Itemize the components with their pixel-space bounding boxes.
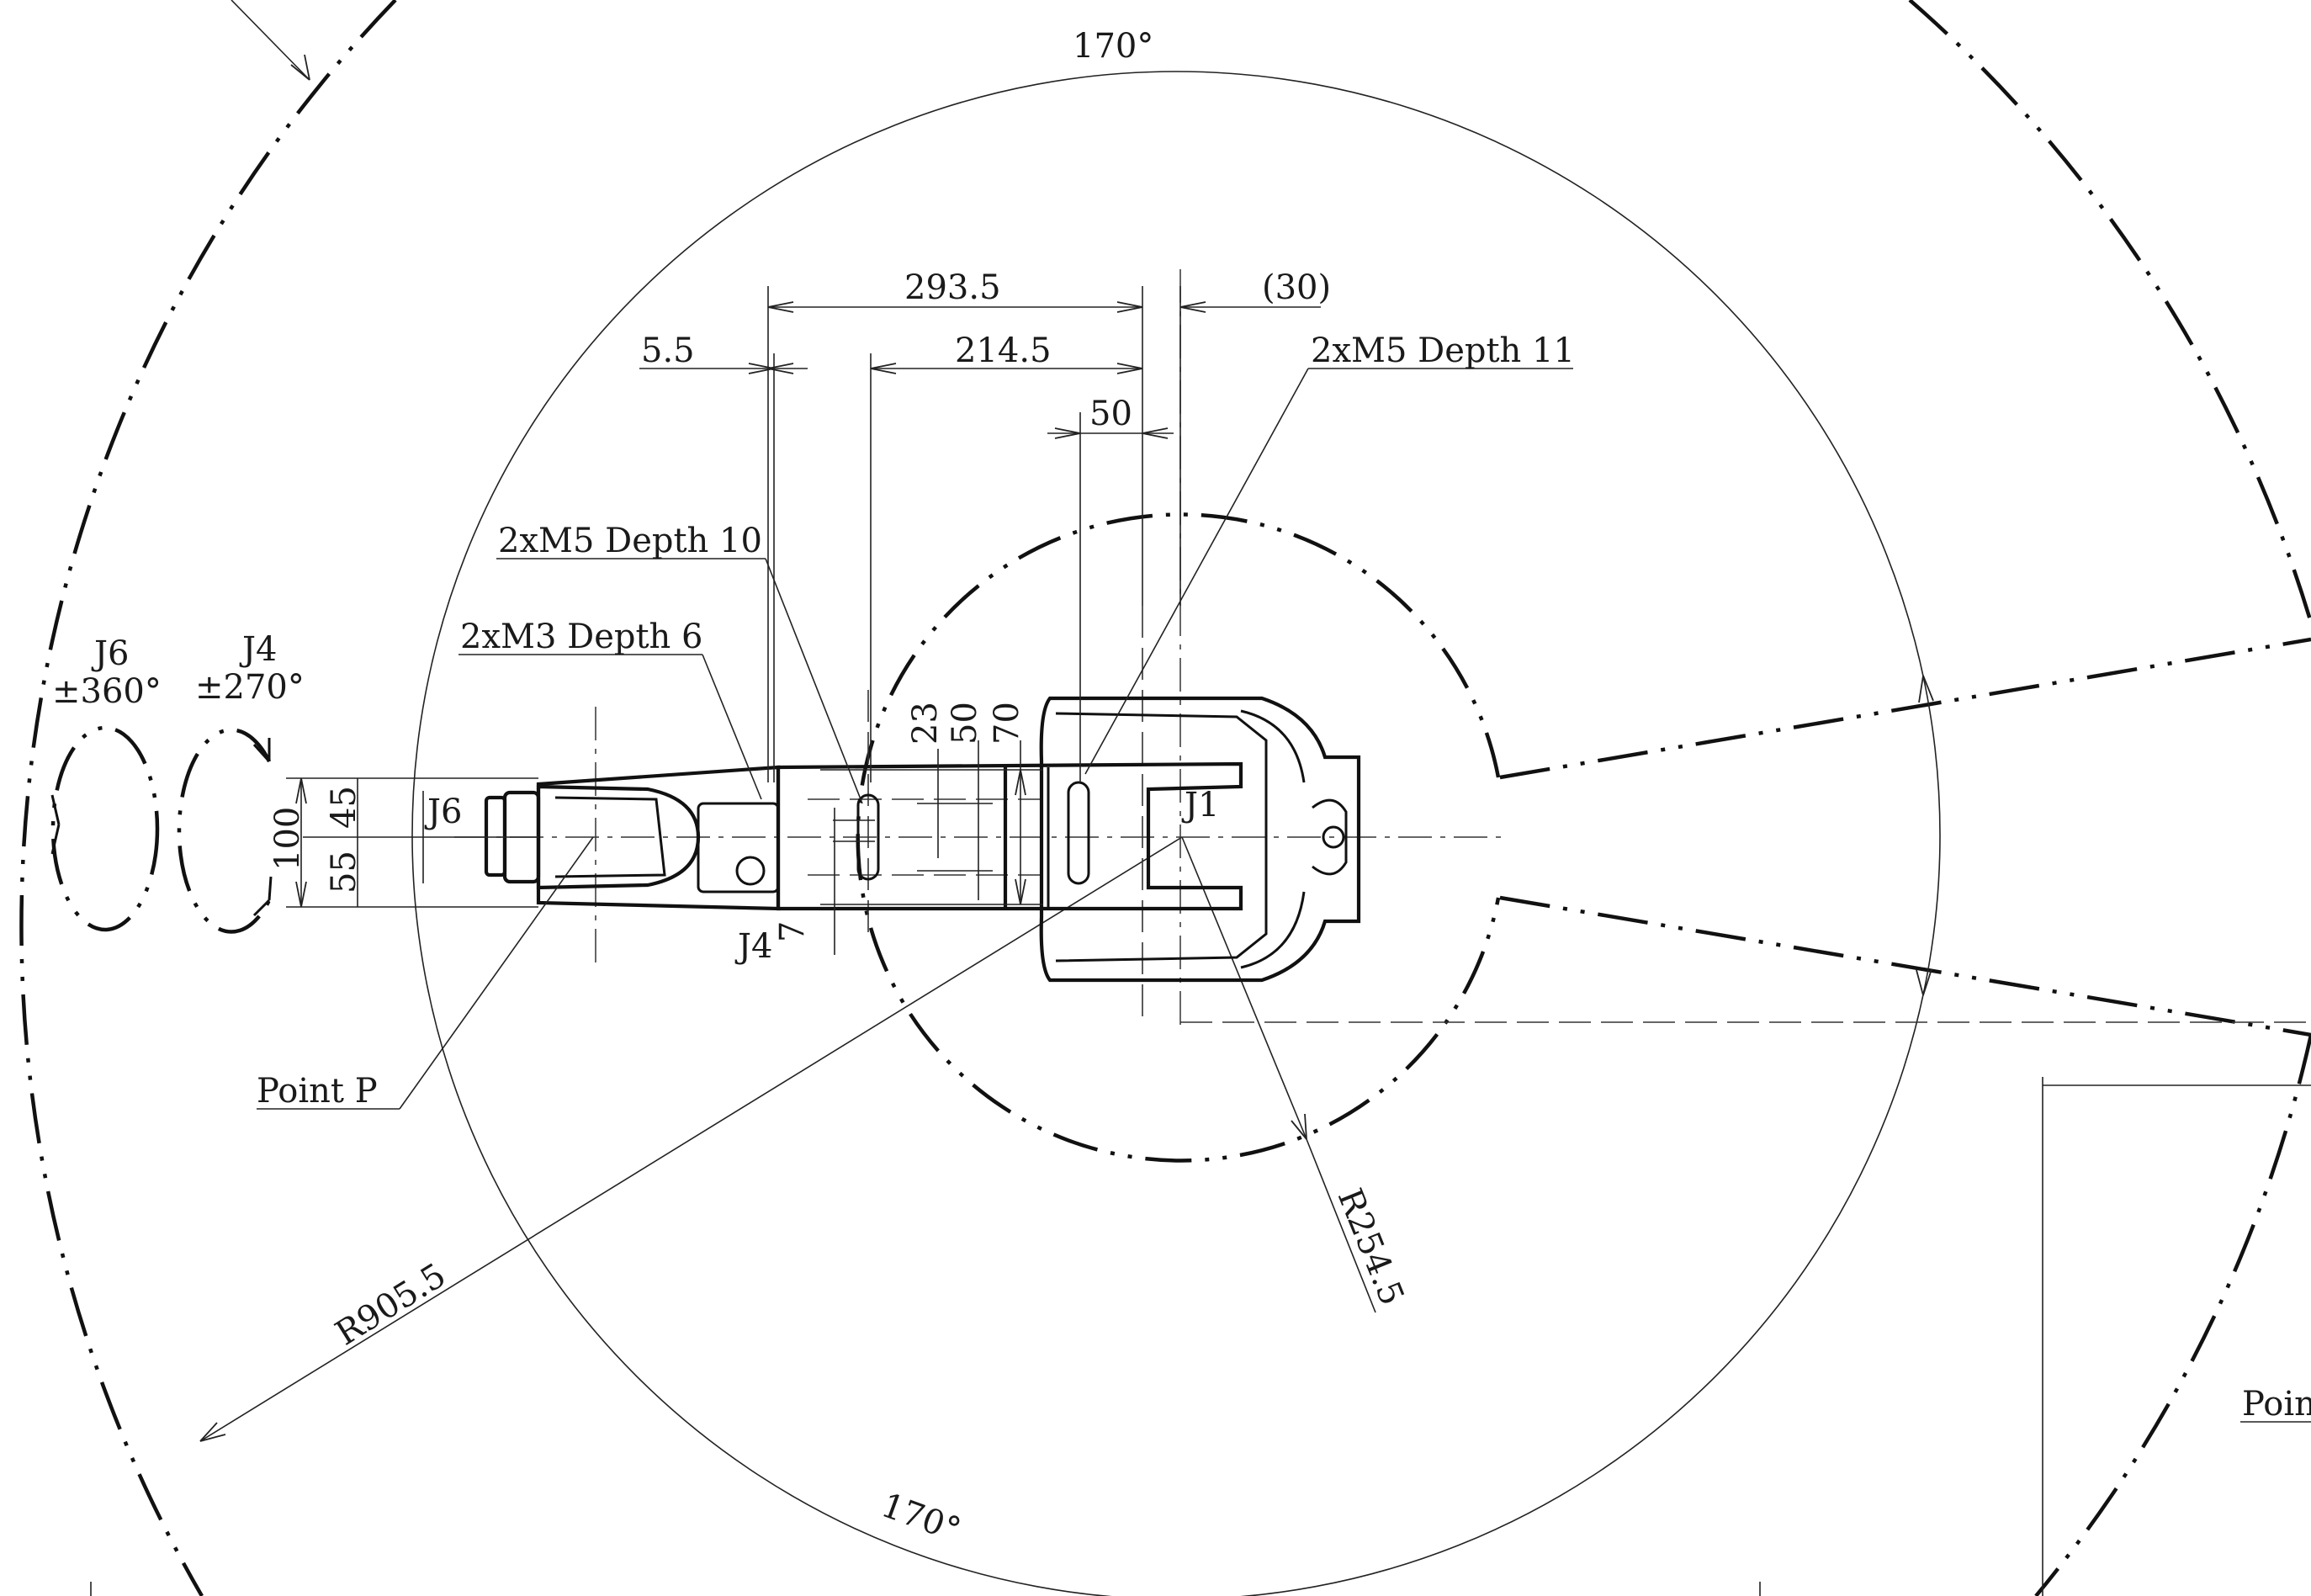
vertical-dimensions — [820, 740, 1043, 955]
callout-m5-depth10: 2xM5 Depth 10 — [498, 522, 762, 560]
j4-symbol-range: ±270° — [195, 668, 305, 707]
dim-100: 100 — [268, 807, 307, 871]
j6-symbol-name: J6 — [91, 634, 129, 673]
j4-symbol-name: J4 — [239, 630, 277, 669]
dim-214-5: 214.5 — [955, 331, 1052, 370]
top-dimensions — [639, 286, 1321, 782]
edge-ticks — [90, 1582, 1761, 1596]
dim-50-horizontal: 50 — [1089, 395, 1132, 433]
callout-m3-depth6: 2xM3 Depth 6 — [460, 618, 702, 656]
dim-5-5: 5.5 — [641, 331, 695, 370]
radius-inner-label: R254.5 — [1330, 1184, 1412, 1311]
left-dimensions — [286, 777, 538, 908]
center-lines — [454, 269, 2311, 1026]
dim-55: 55 — [325, 851, 363, 893]
j1-axis-label: J1 — [1181, 786, 1219, 825]
j6-symbol-range: ±360° — [52, 672, 162, 711]
callout-m5-depth11: 2xM5 Depth 11 — [1311, 331, 1575, 370]
callout-point-p: Point P — [257, 1072, 378, 1111]
outer-work-envelope — [19, 0, 2311, 1596]
angle-bottom-label: 170° — [877, 1486, 966, 1550]
j4-axis-label: J4 — [734, 927, 772, 966]
callout-point-right: Point — [2242, 1385, 2311, 1424]
radius-outer-label: R905.5 — [329, 1256, 453, 1354]
leader-lines — [231, 0, 2311, 1596]
angle-top-label: 170° — [1073, 27, 1153, 66]
sweep-arc — [411, 71, 1941, 1596]
dim-23: 23 — [906, 702, 945, 745]
j6-rotation-symbol — [50, 725, 160, 932]
dim-70: 70 — [988, 702, 1026, 745]
dim-7: 7 — [773, 921, 812, 942]
dim-293-5: 293.5 — [904, 268, 1001, 307]
j4-rotation-symbol — [177, 728, 273, 934]
robot-arm — [484, 696, 1361, 983]
j6-axis-label: J6 — [424, 793, 462, 831]
dim-50-vertical: 50 — [946, 702, 984, 745]
dim-30: (30) — [1262, 268, 1331, 307]
dim-45: 45 — [325, 786, 363, 829]
